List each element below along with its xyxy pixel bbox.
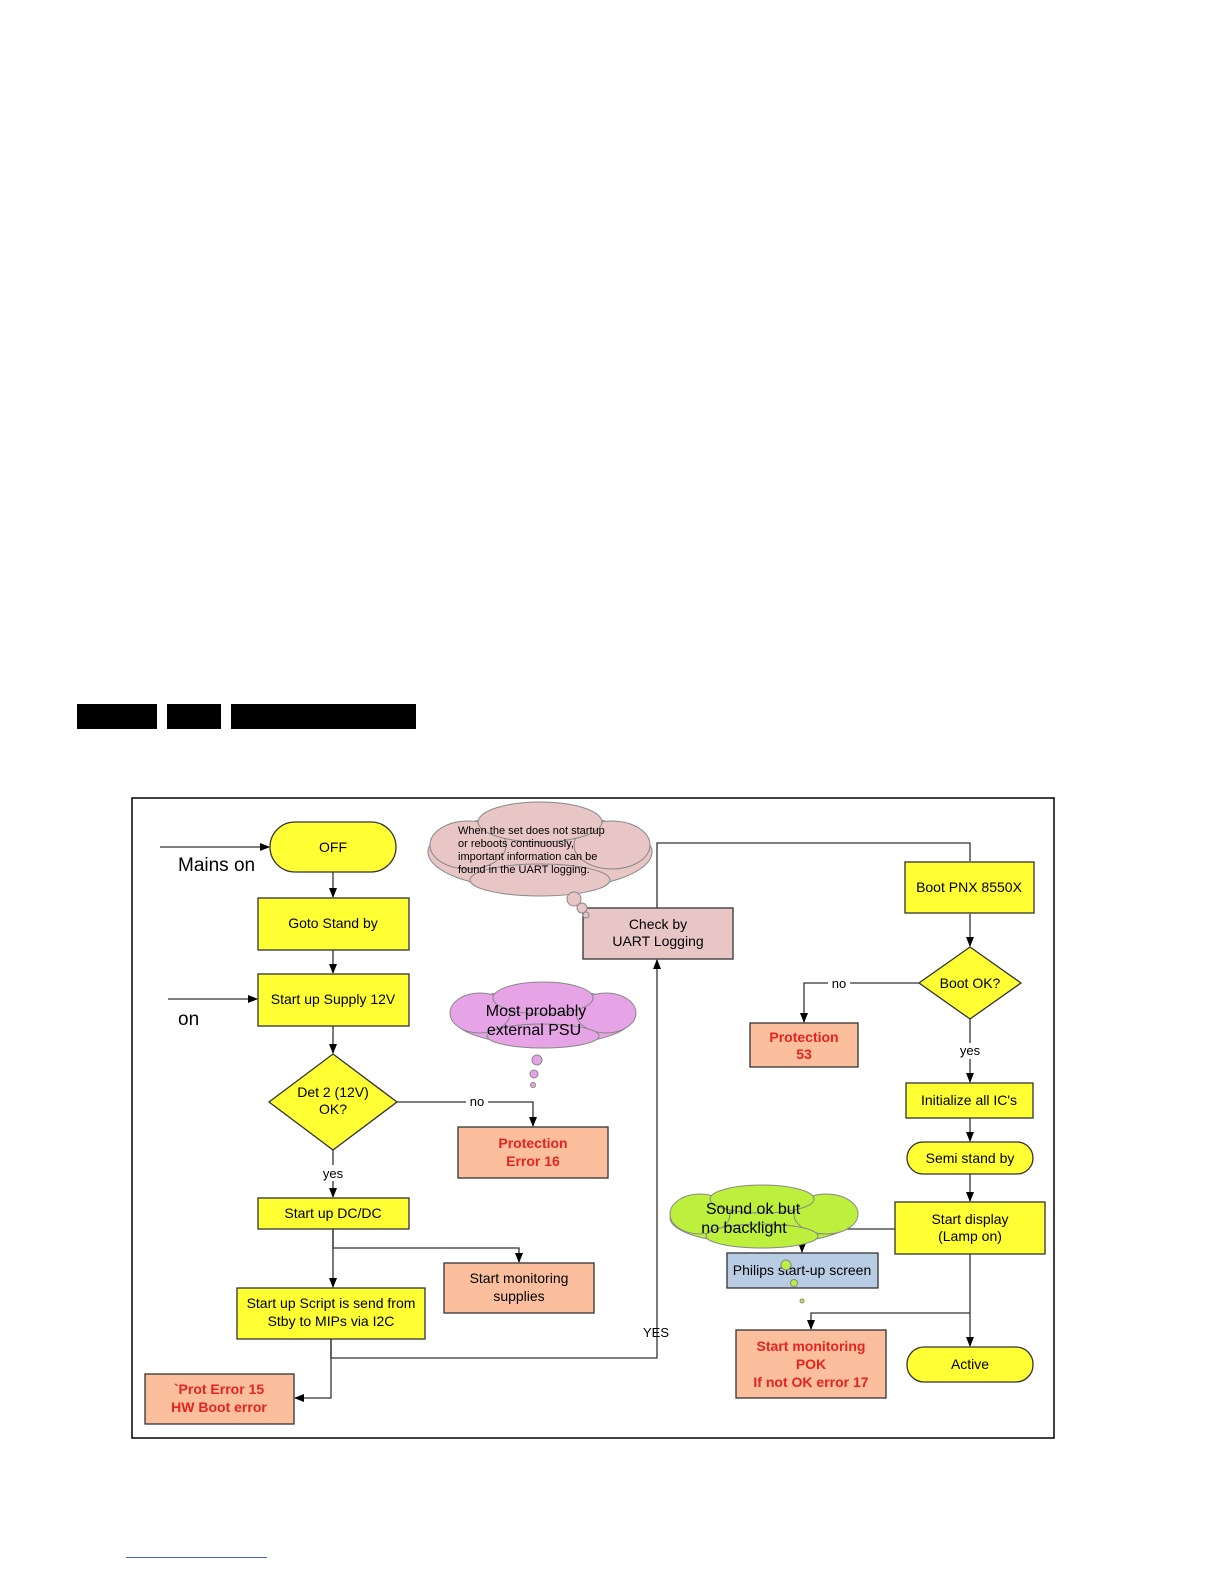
node-protection-16: Protection Error 16 [457,1126,609,1179]
svg-text:Active: Active [951,1356,989,1372]
node-boot-pnx: Boot PNX 8550X [904,861,1035,914]
svg-text:Stby to MIPs via I2C: Stby to MIPs via I2C [268,1313,395,1329]
backlight-note-text: Sound ok but no backlight [701,1201,800,1237]
arrow-display-to-pok [807,1312,970,1330]
svg-text:Protection: Protection [498,1135,567,1151]
svg-text:Start up DC/DC: Start up DC/DC [284,1205,381,1221]
node-start-monitoring-supplies: Start monitoring supplies [443,1262,595,1314]
svg-text:Sound ok but: Sound ok but [706,1201,801,1218]
bootok-no-label: no [832,976,846,991]
svg-text:POK: POK [796,1356,826,1372]
node-off: OFF [269,821,397,873]
svg-text:Start monitoring: Start monitoring [470,1270,569,1286]
svg-text:Start up Supply 12V: Start up Supply 12V [271,991,396,1007]
node-initialize-ics: Initialize all IC's [905,1082,1034,1119]
svg-text:Initialize all IC's: Initialize all IC's [921,1092,1017,1108]
psu-note-cloud [449,981,637,1088]
svg-text:Semi stand by: Semi stand by [926,1150,1015,1166]
node-det2-decision: Det 2 (12V) OK? [267,1053,399,1151]
svg-text:Protection: Protection [769,1029,838,1045]
svg-text:Most probably: Most probably [486,1003,587,1020]
svg-text:external PSU: external PSU [487,1022,581,1039]
svg-text:important information can be: important information can be [458,851,597,863]
mains-on-label: Mains on [178,855,255,876]
arrow-det2-no [397,1101,537,1127]
svg-text:(Lamp on): (Lamp on) [938,1228,1002,1244]
node-goto-standby: Goto Stand by [257,897,410,951]
svg-text:Check by: Check by [629,916,687,932]
node-active: Active [906,1346,1034,1383]
node-start-display: Start display (Lamp on) [894,1201,1046,1255]
line-uart-to-boot [656,842,971,908]
svg-text:Error 16: Error 16 [506,1153,560,1169]
header-tab-2 [167,704,221,729]
svg-text:no backlight: no backlight [701,1220,787,1237]
svg-text:found in the UART logging.: found in the UART logging. [458,864,590,876]
header-tab-1 [77,704,157,729]
node-startup-script: Start up Script is send from Stby to MIP… [236,1287,426,1340]
node-startup-supply: Start up Supply 12V [257,973,410,1027]
svg-text:Boot PNX 8550X: Boot PNX 8550X [916,879,1023,895]
svg-text:When the set does not startup: When the set does not startup [458,825,605,837]
svg-text:Start up Script is send from: Start up Script is send from [247,1295,416,1311]
node-protection-53: Protection 53 [749,1022,859,1068]
node-boot-ok-decision: Boot OK? [917,946,1023,1020]
on-label: on [178,1009,199,1030]
svg-text:Philips start-up screen: Philips start-up screen [733,1262,872,1278]
arrow-bootok-no [800,982,919,1023]
svg-text:Goto Stand by: Goto Stand by [288,915,378,931]
svg-text:OFF: OFF [319,839,347,855]
footer-link-underline [126,1557,267,1558]
svg-text:UART Logging: UART Logging [612,933,703,949]
node-philips-startup-screen: Philips start-up screen [726,1252,879,1289]
svg-text:If not OK error 17: If not OK error 17 [753,1374,868,1390]
svg-text:`Prot Error 15: `Prot Error 15 [174,1381,264,1397]
node-startup-dcdc: Start up DC/DC [257,1197,410,1230]
node-prot-error-15: `Prot Error 15 HW Boot error [144,1373,295,1425]
uart-note-cloud [427,801,653,919]
svg-text:Start display: Start display [931,1211,1008,1227]
svg-text:or reboots continuously,: or reboots continuously, [458,838,574,850]
svg-text:Det 2 (12V): Det 2 (12V) [297,1084,369,1100]
svg-text:supplies: supplies [493,1288,544,1304]
arrow-script-to-prot15 [294,1339,332,1402]
node-semi-standby: Semi stand by [906,1141,1034,1175]
yes-main-label: YES [643,1325,669,1340]
backlight-note-cloud [669,1184,859,1304]
header-tab-3 [231,704,416,729]
connectors [160,842,974,1402]
det2-no-label: no [470,1094,484,1109]
det2-yes-label: yes [323,1166,344,1181]
svg-text:Start monitoring: Start monitoring [757,1338,866,1354]
arrow-script-yes-to-uart [330,959,661,1359]
svg-text:53: 53 [796,1046,812,1062]
svg-text:HW Boot error: HW Boot error [171,1399,267,1415]
bootok-yes-label: yes [960,1043,981,1058]
svg-text:Boot OK?: Boot OK? [940,975,1001,991]
psu-note-text: Most probably external PSU [486,1003,587,1039]
svg-text:OK?: OK? [319,1101,347,1117]
node-start-monitoring-pok: Start monitoring POK If not OK error 17 [735,1329,887,1399]
node-check-uart: Check by UART Logging [582,907,734,960]
uart-note-text: When the set does not startup or reboots… [458,825,605,876]
